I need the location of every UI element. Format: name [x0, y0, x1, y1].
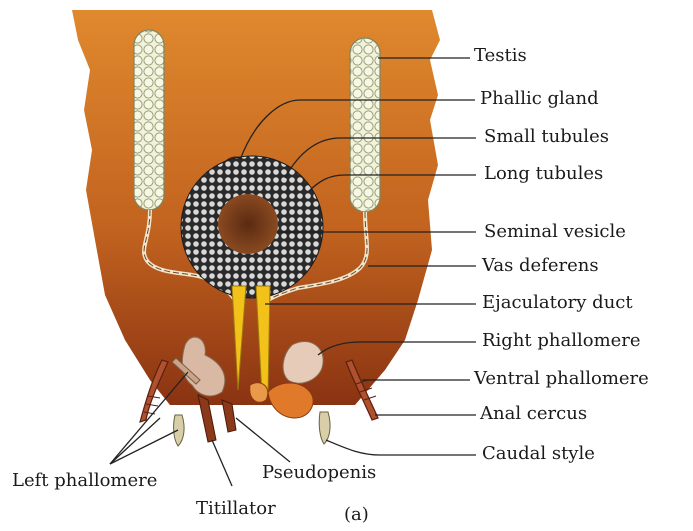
leader-left-phallomere-a — [110, 418, 160, 464]
label-ventral-phallomere: Ventral phallomere — [474, 370, 649, 388]
label-phallic-gland: Phallic gland — [480, 90, 599, 108]
leader-pseudopenis — [236, 418, 290, 462]
label-small-tubules: Small tubules — [484, 128, 609, 146]
label-panel: (a) — [344, 506, 369, 524]
label-seminal-vesicle: Seminal vesicle — [484, 223, 626, 241]
label-left-phallomere: Left phallomere — [12, 472, 157, 490]
label-ejaculatory-duct: Ejaculatory duct — [482, 294, 633, 312]
leader-caudal-style — [326, 440, 476, 455]
seminal-vesicle-core — [218, 194, 278, 254]
label-right-phallomere: Right phallomere — [482, 332, 641, 350]
label-pseudopenis: Pseudopenis — [262, 464, 376, 482]
leader-left-phallomere-c — [110, 430, 178, 464]
label-titillator: Titillator — [196, 500, 276, 518]
label-testis: Testis — [474, 47, 527, 65]
label-vas-deferens: Vas deferens — [482, 257, 599, 275]
label-long-tubules: Long tubules — [484, 165, 603, 183]
pseudopenis-shape — [268, 383, 313, 418]
leader-titillator — [212, 440, 232, 486]
testis-right — [350, 38, 380, 212]
label-caudal-style: Caudal style — [482, 445, 595, 463]
label-anal-cercus: Anal cercus — [480, 405, 587, 423]
testis-left — [134, 30, 164, 210]
caudal-style-right — [319, 412, 330, 444]
caudal-style-left — [174, 415, 185, 446]
